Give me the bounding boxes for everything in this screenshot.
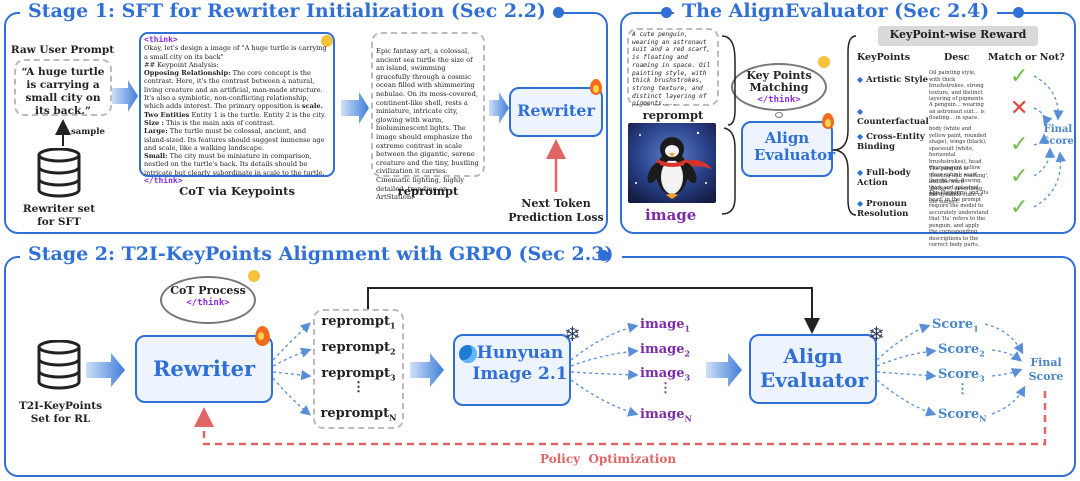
penguin-image: [628, 123, 716, 203]
score-item-n: ScoreN: [938, 407, 987, 424]
kp-desc-3: The penguin is 'floating and roaming', a…: [929, 166, 989, 205]
reprompt-item-1: reprompt1: [321, 314, 396, 331]
cot-process-label: CoT Process: [170, 284, 246, 297]
cot-think-open: <think>: [144, 35, 178, 44]
key-points-matching-cloud: [731, 63, 827, 111]
match-check-icon-3: ✓: [1010, 164, 1029, 189]
reprompt-item-2: reprompt2: [321, 340, 396, 357]
reward-table-title: KeyPoint-wise Reward: [889, 28, 1027, 41]
image-item-n: imageN: [640, 407, 692, 424]
kp-name-3: ◆ Full-body Action: [857, 167, 911, 188]
align-title-dot-right: [1013, 7, 1024, 18]
key-points-matching-label: Key Points Matching </think>: [731, 70, 827, 106]
stage2-title: Stage 2: T2I-KeyPoints Alignment with GR…: [20, 243, 622, 265]
rl-final-score: Final Score: [1028, 356, 1064, 383]
rl-rewriter-label: Rewriter: [152, 356, 256, 381]
rl-database-icon: [37, 340, 81, 390]
col-match: Match or Not?: [988, 52, 1065, 63]
flame-icon: [590, 79, 602, 95]
kp-desc-0: Oil painting style, with thick brushstro…: [929, 70, 984, 102]
cot-box: [139, 32, 335, 177]
col-desc: Desc: [944, 52, 970, 63]
reward-table-header: [878, 26, 1038, 46]
kp-desc-1: A penguin... wearing an astronaut suit..…: [929, 102, 985, 121]
match-check-icon-4: ✓: [1010, 195, 1029, 220]
rewriter-label: Rewriter: [517, 101, 595, 120]
align-final-score: Final Score: [1042, 124, 1074, 147]
stage2-title-dot: [598, 250, 609, 261]
evaluator-flame-icon: [822, 113, 834, 129]
align-image-caption: image: [645, 206, 697, 224]
align-evaluator-box: [741, 121, 833, 177]
sample-label: sample: [71, 127, 105, 137]
kp-name-2: ◆ Cross-Entity Binding: [857, 131, 925, 152]
cot-line-6: Small: The city must be miniature in com…: [144, 152, 325, 177]
cloud-lightbulb-icon: [818, 56, 830, 68]
score-item-1: Score1: [932, 317, 979, 334]
align-evaluator-label: Align Evaluator: [754, 129, 836, 164]
reprompt-text: Epic fantasy art, a colossal, ancient se…: [376, 47, 479, 202]
align-title: The AlignEvaluator (Sec 2.4): [674, 0, 998, 22]
image-item-2: image2: [640, 342, 691, 359]
image-item-1: image1: [640, 317, 691, 334]
score-ellipsis: ⋮: [956, 382, 969, 397]
cot-line-5: Large: The turtle must be colossal, anci…: [144, 127, 325, 152]
hunyuan-label: Hunyuan Image 2.1: [472, 343, 568, 384]
cot-process-cloud: [160, 276, 256, 324]
match-check-icon-0: ✓: [1010, 64, 1029, 89]
stage1-title: Stage 1: SFT for Rewriter Initialization…: [20, 0, 554, 22]
policy-optimization-label: Policy Optimization: [540, 452, 677, 466]
kp-name-0: ◆ Artistic Style: [857, 74, 929, 85]
cot-process-think: </think>: [186, 298, 230, 308]
score-item-2: Score2: [938, 342, 985, 359]
align-title-dot-left: [661, 7, 672, 18]
rewriter-set-label: Rewriter set for SFT: [22, 203, 96, 228]
rewriter-box: [509, 87, 603, 137]
kp-name-4: ◆ Pronoun Resolution: [857, 198, 909, 219]
align-reprompt-text: A cute penguin, wearing an astronaut sui…: [632, 31, 711, 108]
cloud-think: </think>: [757, 95, 801, 105]
score-item-3: Score3: [938, 367, 985, 384]
lightbulb-icon: [321, 35, 333, 47]
cot-line-3: Two Entities Entity 1 is the turtle. Ent…: [144, 110, 326, 119]
rl-set-label: T2I-KeyPoints Set for RL: [18, 400, 103, 425]
cot-content: <think> Okay, let's design a image of "A…: [144, 35, 330, 186]
hunyuan-logo-icon: [459, 345, 477, 363]
reprompt-item-3: reprompt3: [321, 366, 396, 383]
cot-think-close: </think>: [144, 176, 183, 186]
match-check-icon-2: ✓: [1010, 132, 1029, 157]
reprompt-ellipsis: ⋮: [352, 380, 365, 395]
cloud-bubble-small: [775, 112, 783, 118]
kp-name-1: ◆ Counterfactual: [857, 106, 929, 127]
image-item-3: image3: [640, 366, 691, 383]
evaluator-snowflake-icon: ❄: [868, 322, 885, 346]
align-reprompt-caption: reprompt: [642, 108, 704, 122]
cot-process-bulb-icon: [248, 270, 260, 282]
col-keypoints: KeyPoints: [857, 52, 911, 63]
reprompt-box: [371, 32, 485, 177]
rl-flame-icon: [255, 326, 270, 346]
raw-prompt-label: Raw User Prompt: [10, 44, 115, 56]
cloud-label: Key Points Matching: [746, 69, 812, 94]
cot-line-4: Size : This is the main axis of contrast…: [144, 118, 275, 127]
raw-prompt-box: [14, 59, 112, 116]
stage1-title-dot: [553, 7, 564, 18]
cot-process-text: CoT Process </think>: [160, 285, 256, 309]
kp-desc-4: The 'Its wings' and 'Its head' in the pr…: [929, 190, 989, 248]
match-cross-icon-1: ✕: [1010, 96, 1029, 121]
cot-caption: CoT via Keypoints: [179, 184, 295, 198]
rl-evaluator-label: Align Evaluator: [760, 344, 869, 392]
loss-label: Next Token Prediction Loss: [508, 197, 604, 224]
raw-prompt-text: “A huge turtle is carrying a small city …: [21, 66, 105, 117]
align-reprompt-box: [627, 28, 719, 106]
reprompt-caption: reprompt: [397, 184, 459, 198]
cot-line-2: Opposing Relationship: The core concept …: [144, 69, 323, 111]
kp-desc-2: body (white and yellow paint, rounded sh…: [929, 126, 987, 197]
cot-line-0: Okay, let's design a image of "A huge tu…: [144, 44, 327, 61]
database-icon: [37, 148, 81, 198]
image-ellipsis: ⋮: [659, 381, 672, 396]
hunyuan-snowflake-icon: ❄: [564, 322, 581, 346]
reprompt-item-n: repromptN: [320, 406, 397, 423]
cot-line-1: ## Keypoint Analysis:: [144, 60, 219, 69]
